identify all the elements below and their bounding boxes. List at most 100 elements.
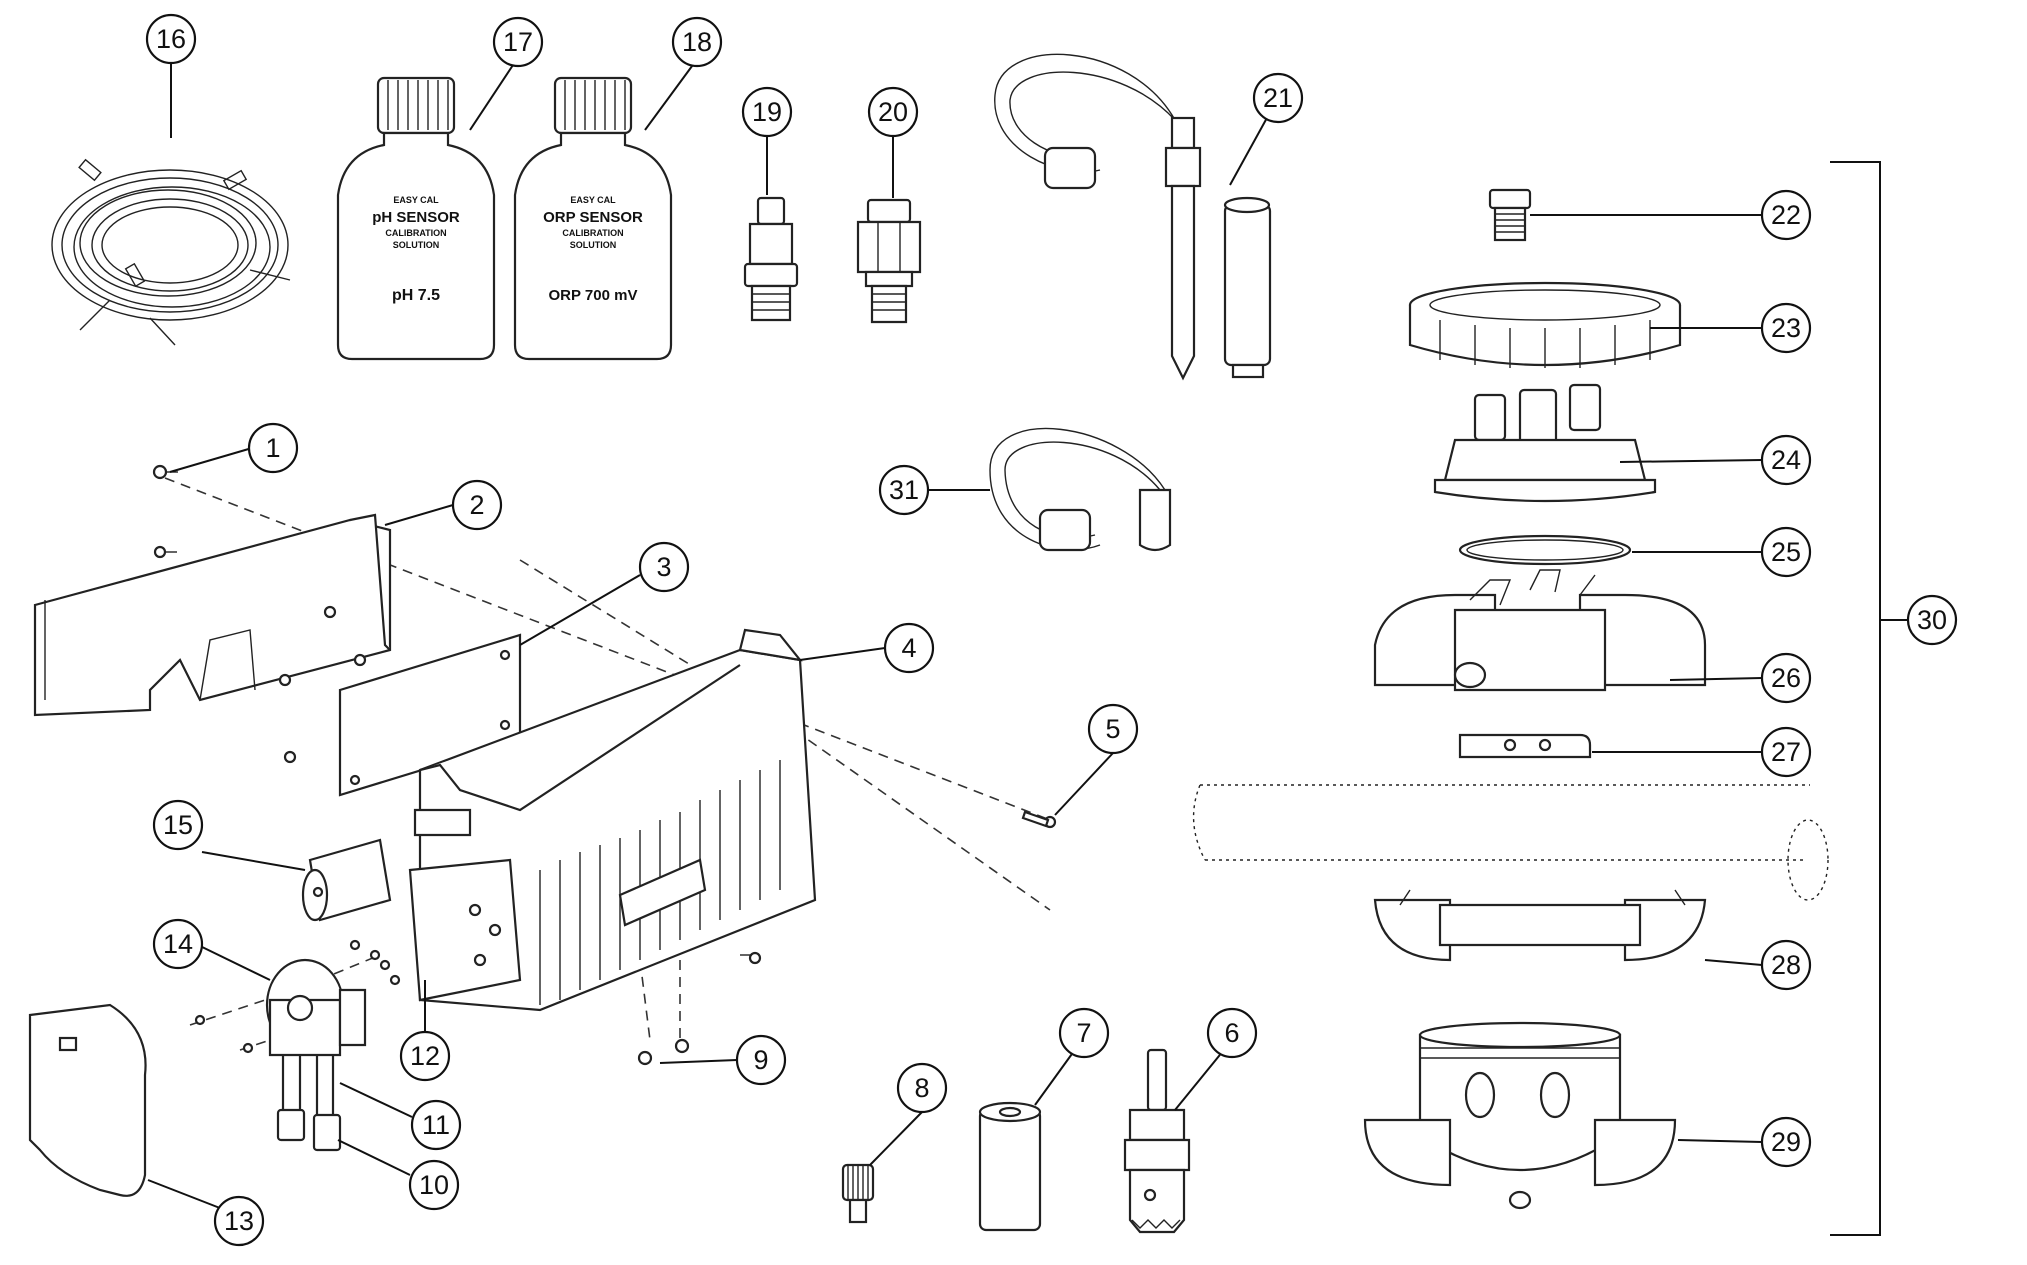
pipe-phantom bbox=[1192, 784, 1829, 901]
tee-body-part bbox=[1363, 1021, 1677, 1210]
tubing-coil-part bbox=[51, 158, 291, 346]
ph-bottle-brand: EASY CAL bbox=[393, 195, 439, 205]
callout-label: 23 bbox=[1771, 313, 1801, 343]
callout-label: 30 bbox=[1917, 605, 1947, 635]
callout-2: 2 bbox=[451, 479, 503, 531]
callout-5: 5 bbox=[1087, 703, 1139, 755]
leader-lines bbox=[147, 60, 1908, 1236]
callout-label: 2 bbox=[469, 490, 484, 520]
callout-8: 8 bbox=[896, 1062, 948, 1114]
callout-label: 1 bbox=[265, 433, 280, 463]
compression-fitting bbox=[856, 198, 922, 324]
callout-label: 12 bbox=[410, 1041, 440, 1071]
motor-part bbox=[301, 838, 392, 922]
callout-label: 27 bbox=[1771, 737, 1801, 767]
ph-calibration-bottle: EASY CAL pH SENSOR CALIBRATION SOLUTION … bbox=[336, 76, 496, 361]
callout-18: 18 bbox=[671, 16, 723, 68]
callout-25: 25 bbox=[1760, 526, 1812, 578]
callout-16: 16 bbox=[145, 13, 197, 65]
callout-6: 6 bbox=[1206, 1007, 1258, 1059]
orp-bottle-brand: EASY CAL bbox=[570, 195, 616, 205]
screws-part-12 bbox=[349, 939, 401, 986]
screw-part-5 bbox=[1021, 810, 1057, 829]
upper-saddle-part bbox=[1373, 569, 1707, 692]
callout-label: 3 bbox=[656, 552, 671, 582]
callout-label: 21 bbox=[1263, 83, 1293, 113]
orp-bottle-line2: CALIBRATION bbox=[562, 228, 623, 238]
callout-label: 8 bbox=[914, 1073, 929, 1103]
callout-label: 13 bbox=[224, 1206, 254, 1236]
callout-label: 31 bbox=[889, 475, 919, 505]
callout-label: 10 bbox=[419, 1170, 449, 1200]
callout-24: 24 bbox=[1760, 434, 1812, 486]
ph-bottle-value: pH 7.5 bbox=[392, 287, 440, 304]
screw-part-1 bbox=[152, 464, 178, 480]
housing-cap-part bbox=[1433, 383, 1657, 503]
cable-part bbox=[989, 427, 1172, 552]
callout-label: 18 bbox=[682, 27, 712, 57]
pump-cover-part bbox=[28, 1003, 147, 1197]
ph-bottle-line2: CALIBRATION bbox=[385, 228, 446, 238]
callout-12: 12 bbox=[399, 1030, 451, 1082]
callout-21: 21 bbox=[1252, 72, 1304, 124]
orp-bottle-line3: SOLUTION bbox=[570, 240, 617, 250]
orp-calibration-bottle: EASY CAL ORP SENSOR CALIBRATION SOLUTION… bbox=[513, 76, 673, 361]
ph-bottle-line1: pH SENSOR bbox=[372, 209, 460, 226]
callout-9: 9 bbox=[735, 1034, 787, 1086]
callout-label: 22 bbox=[1771, 200, 1801, 230]
callout-7: 7 bbox=[1058, 1007, 1110, 1059]
lower-saddle-part bbox=[1373, 889, 1707, 962]
callout-1: 1 bbox=[247, 422, 299, 474]
callout-27: 27 bbox=[1760, 726, 1812, 778]
callout-label: 29 bbox=[1771, 1127, 1801, 1157]
callout-label: 26 bbox=[1771, 663, 1801, 693]
mounting-bracket-part bbox=[33, 513, 392, 717]
callout-3: 3 bbox=[638, 541, 690, 593]
callout-label: 19 bbox=[752, 97, 782, 127]
pump-tube-fittings bbox=[276, 1055, 342, 1152]
callout-4: 4 bbox=[883, 622, 935, 674]
callout-30: 30 bbox=[1906, 594, 1958, 646]
callout-label: 14 bbox=[163, 929, 193, 959]
callout-19: 19 bbox=[741, 86, 793, 138]
callout-label: 11 bbox=[422, 1110, 450, 1140]
callout-14: 14 bbox=[152, 918, 204, 970]
callout-label: 24 bbox=[1771, 445, 1801, 475]
tube-part-7 bbox=[978, 1101, 1042, 1232]
lock-ring-part bbox=[1408, 281, 1682, 368]
callout-23: 23 bbox=[1760, 302, 1812, 354]
sensor-probe-part bbox=[994, 53, 1272, 381]
callout-22: 22 bbox=[1760, 189, 1812, 241]
plug-part bbox=[1488, 188, 1532, 242]
callout-label: 28 bbox=[1771, 950, 1801, 980]
callout-15: 15 bbox=[152, 799, 204, 851]
callout-28: 28 bbox=[1760, 939, 1812, 991]
callout-13: 13 bbox=[213, 1195, 265, 1247]
callout-label: 15 bbox=[163, 810, 193, 840]
callout-10: 10 bbox=[408, 1159, 460, 1211]
screws-part-9 bbox=[637, 1038, 690, 1066]
callout-label: 20 bbox=[878, 97, 908, 127]
ph-bottle-line3: SOLUTION bbox=[393, 240, 440, 250]
small-fitting-part-8 bbox=[841, 1163, 875, 1224]
orp-bottle-line1: ORP SENSOR bbox=[543, 209, 643, 226]
callout-11: 11 bbox=[410, 1099, 462, 1151]
screws-misc bbox=[194, 951, 762, 1054]
callout-label: 9 bbox=[753, 1045, 768, 1075]
spacer-clip-part bbox=[1458, 733, 1592, 759]
orp-bottle-value: ORP 700 mV bbox=[549, 287, 638, 304]
check-valve-fitting bbox=[743, 196, 799, 322]
callout-29: 29 bbox=[1760, 1116, 1812, 1168]
injector-part-6 bbox=[1123, 1048, 1191, 1234]
callout-17: 17 bbox=[492, 16, 544, 68]
callout-label: 16 bbox=[156, 24, 186, 54]
callout-label: 7 bbox=[1076, 1018, 1091, 1048]
callout-label: 6 bbox=[1224, 1018, 1239, 1048]
callout-label: 17 bbox=[503, 27, 533, 57]
callout-26: 26 bbox=[1760, 652, 1812, 704]
callout-label: 5 bbox=[1105, 714, 1120, 744]
callout-20: 20 bbox=[867, 86, 919, 138]
o-ring-part bbox=[1458, 534, 1632, 566]
callout-label: 4 bbox=[901, 633, 916, 663]
